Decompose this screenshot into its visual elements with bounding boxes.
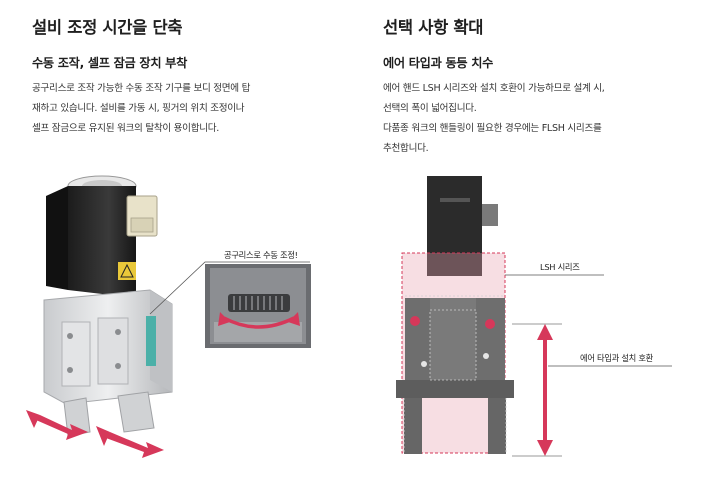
gripper-product-figure: 공구리스로 수동 조정!	[26, 175, 311, 458]
left-body-line: 셀프 잠금으로 유지된 워크의 탈착이 용이합니다.	[32, 123, 220, 134]
left-title: 설비 조정 시간을 단축	[32, 18, 183, 37]
right-body-line: 다품종 워크의 핸들링이 필요한 경우에는 FLSH 시리즈를	[383, 123, 602, 134]
finger-motion-arrow	[96, 426, 164, 458]
rotation-arrow	[223, 316, 295, 329]
right-body-line: 선택의 폭이 넓어집니다.	[383, 103, 477, 114]
lsh-label: LSH 시리즈	[540, 262, 580, 272]
mount-hole	[410, 316, 420, 326]
finger-left	[63, 397, 91, 437]
right-title: 선택 사항 확대	[383, 18, 484, 37]
motor-body	[68, 186, 136, 298]
right-body-line: 에어 핸드 LSH 시리즈와 설치 호환이 가능하므로 설계 시,	[383, 83, 605, 94]
zoom-inset	[205, 264, 311, 348]
callout-leader	[149, 261, 310, 315]
finger-right	[117, 391, 155, 433]
mount-hole	[485, 319, 495, 329]
left-body-line: 공구리스로 조작 가능한 수동 조작 기구를 보디 정면에 탑	[32, 83, 251, 94]
height-dimension-arrow	[537, 324, 553, 456]
left-body: 공구리스로 조작 가능한 수동 조작 기구를 보디 정면에 탑 재하고 있습니다…	[32, 79, 342, 139]
dimension-compare-figure: LSH 시리즈 에어 타입과 설치 호환	[396, 176, 672, 457]
flsh-motor	[427, 176, 482, 276]
right-subtitle: 에어 타입과 동등 치수	[383, 56, 494, 70]
warning-icon	[120, 263, 134, 278]
compat-label: 에어 타입과 설치 호환	[580, 353, 654, 363]
right-body: 에어 핸드 LSH 시리즈와 설치 호환이 가능하므로 설계 시, 선택의 폭이…	[383, 79, 693, 159]
left-body-line: 재하고 있습니다. 설비를 가동 시, 핑거의 위치 조정이나	[32, 103, 245, 114]
callout-label: 공구리스로 수동 조정!	[224, 250, 298, 260]
left-subtitle: 수동 조작, 셀프 잠금 장치 부착	[32, 56, 187, 70]
finger-motion-arrow	[26, 410, 88, 440]
right-body-line: 추천합니다.	[383, 143, 429, 154]
